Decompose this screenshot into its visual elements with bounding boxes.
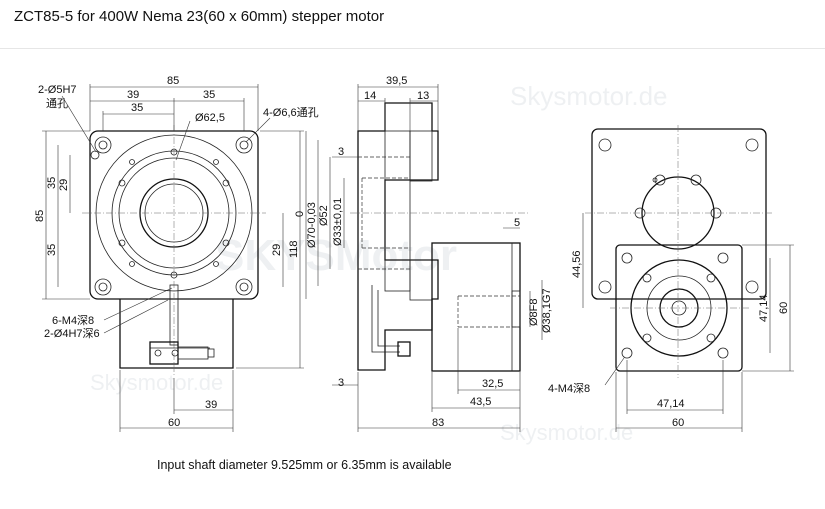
- dim-label: 44,56: [571, 250, 583, 278]
- side-view: 39,5 14 13 3 0 Ø70-0,03 Ø52 Ø33±0,01 5 Ø…: [294, 75, 553, 432]
- dim-label: Ø52: [318, 205, 330, 226]
- watermark: Skysmotor.de: [500, 420, 633, 445]
- dim-label: 通孔: [46, 97, 68, 110]
- dim-label: Ø33±0,01: [332, 198, 344, 246]
- dim-label: Ø62,5: [195, 112, 225, 124]
- dim-label: 83: [432, 417, 444, 429]
- dim-label: 35: [203, 89, 215, 101]
- dim-label: 60: [672, 417, 684, 429]
- dim-label: 2-Ø5H7: [38, 84, 77, 96]
- dim-label: 29: [271, 244, 283, 256]
- dim-label: Ø38,1G7: [541, 288, 553, 333]
- dim-label: 35: [46, 244, 58, 256]
- dim-label: 60: [778, 302, 790, 314]
- watermark: Skysmotor.de: [90, 370, 223, 395]
- dim-label: 6-M4深8: [52, 314, 94, 327]
- watermark: Skysmotor.de: [510, 81, 668, 111]
- dim-label: 39: [127, 89, 139, 101]
- dim-label: 35: [46, 177, 58, 189]
- dim-label: 85: [167, 75, 179, 87]
- page-title: ZCT85-5 for 400W Nema 23(60 x 60mm) step…: [14, 8, 385, 25]
- dim-label: 85: [34, 210, 46, 222]
- dim-label: 2-Ø4H7深6: [44, 327, 100, 340]
- dim-label: 4-M4深8: [548, 382, 590, 395]
- dim-label: 13: [417, 90, 429, 102]
- dim-label: 47,14: [758, 294, 770, 322]
- dim-label: 0: [294, 211, 306, 217]
- dim-label: 39: [205, 399, 217, 411]
- dim-label: 14: [364, 90, 376, 102]
- dim-label: 3: [338, 377, 344, 389]
- dim-label: 43,5: [470, 396, 491, 408]
- dim-label: 32,5: [482, 378, 503, 390]
- footnote: Input shaft diameter 9.525mm or 6.35mm i…: [157, 458, 452, 472]
- motor-end-view: 44,56 47,14 60 4-M4深8 47,14 60: [548, 125, 794, 432]
- dim-label: Ø70-0,03: [306, 202, 318, 248]
- dim-label: 60: [168, 417, 180, 429]
- divider: [0, 48, 825, 49]
- front-view: 85 39 35 35 Ø62,5 2-Ø5H7 通孔 4-Ø6,6通孔 35 …: [34, 75, 319, 432]
- watermark: SKYSMotor: [215, 231, 457, 280]
- dim-label: 39,5: [386, 75, 407, 87]
- dim-label: 4-Ø6,6通孔: [263, 106, 319, 119]
- dim-label: Ø8F8: [528, 298, 540, 326]
- dim-label: 5: [514, 217, 520, 229]
- dim-label: 118: [288, 240, 300, 258]
- dim-label: 47,14: [657, 398, 685, 410]
- dim-label: 3: [338, 146, 344, 158]
- dim-label: 35: [131, 102, 143, 114]
- dim-label: 29: [58, 179, 70, 191]
